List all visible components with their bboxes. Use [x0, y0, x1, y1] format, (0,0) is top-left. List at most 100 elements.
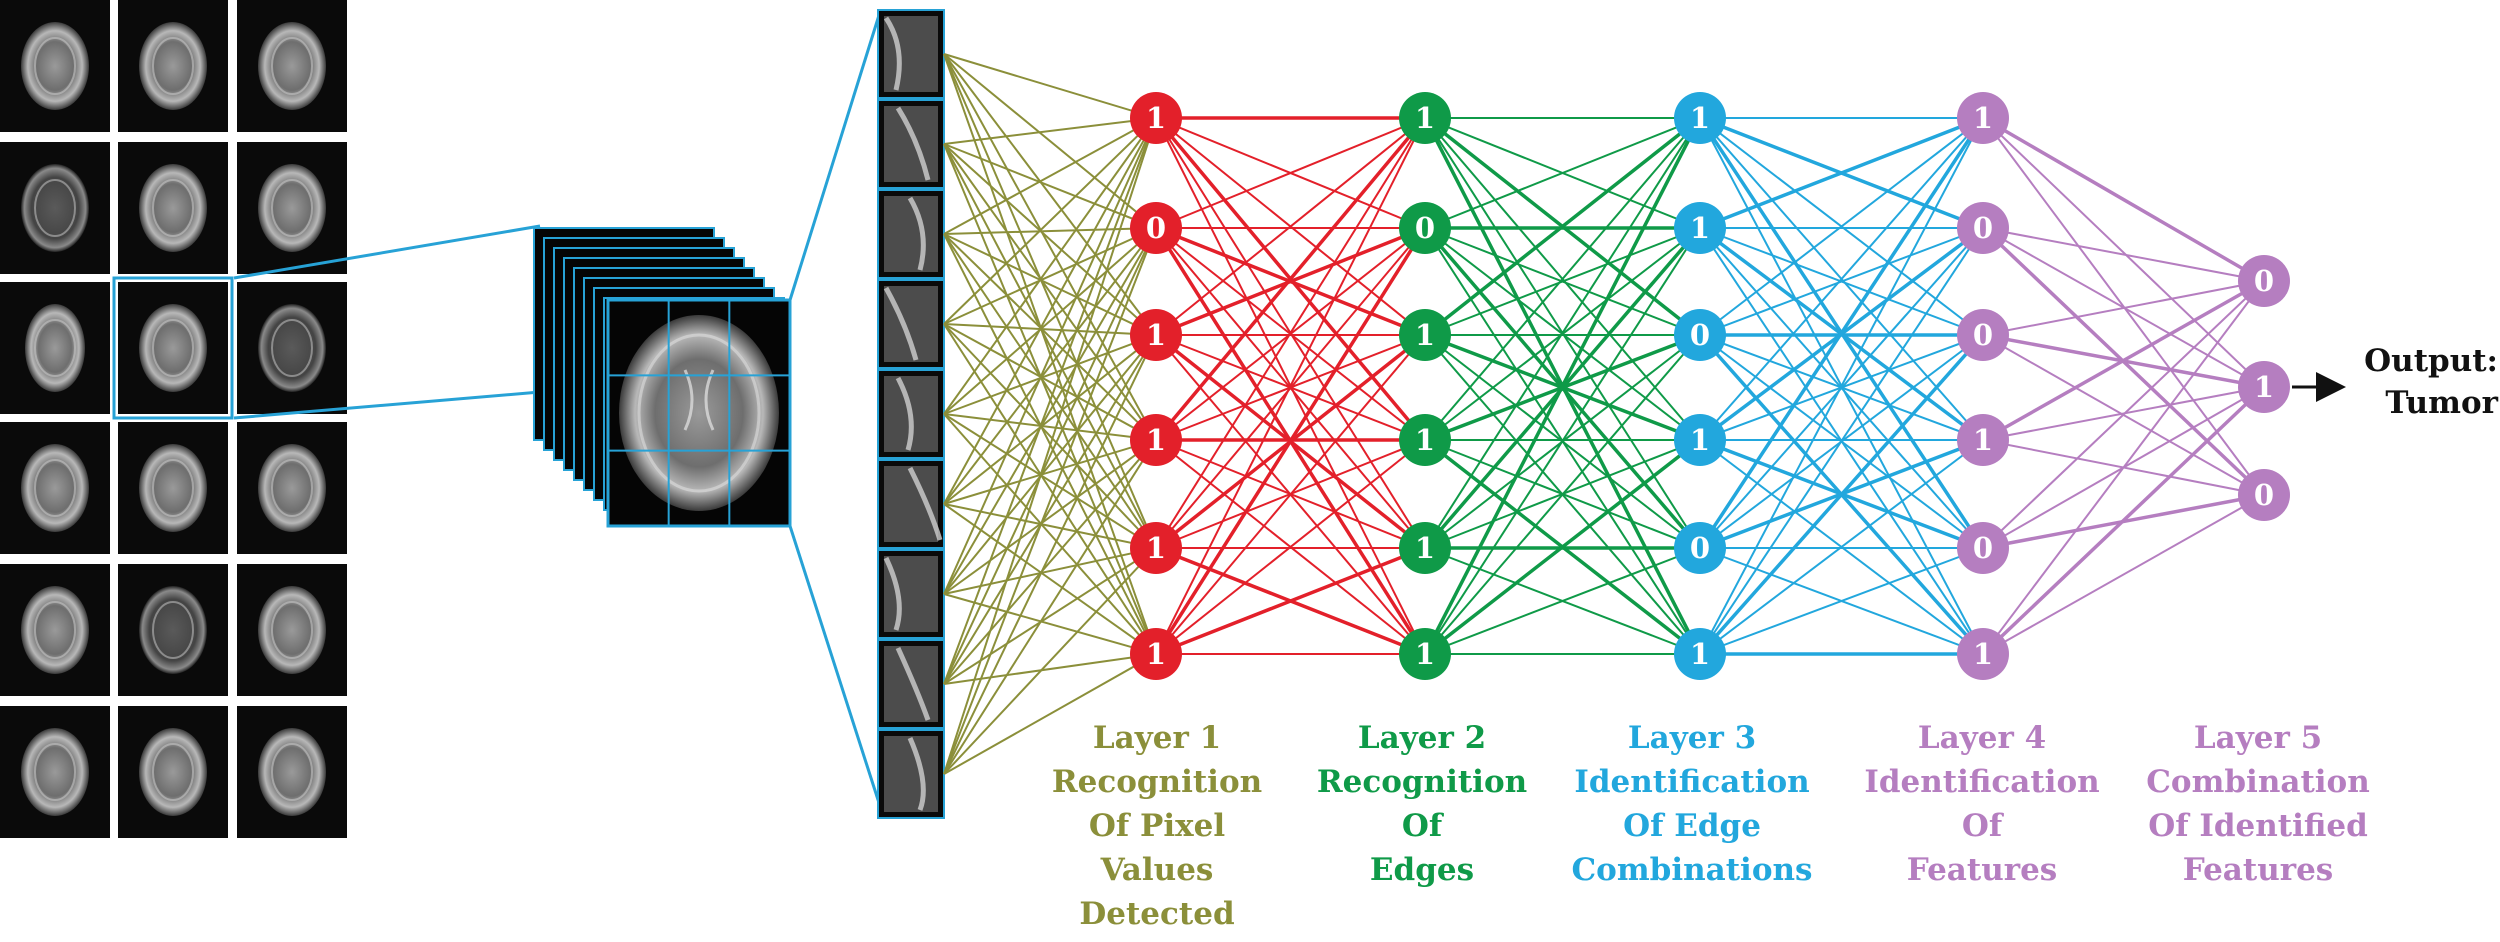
layer-connection	[1699, 117, 1984, 655]
layer-connection	[1154, 116, 1427, 442]
input-connection	[943, 117, 1157, 235]
neuron-value: 1	[1146, 637, 1166, 671]
input-connection	[943, 323, 1157, 655]
layer-connection	[1155, 117, 1426, 229]
input-connection	[943, 227, 1157, 595]
layer4-label-line: Of	[1961, 808, 2003, 844]
input-connection	[943, 653, 1157, 685]
image-patch	[877, 459, 945, 549]
neuron-node: 0	[1674, 522, 1726, 574]
output-label-line: Tumor	[2385, 385, 2498, 421]
layer-connection	[1155, 334, 1426, 655]
mri-thumbnail	[0, 282, 110, 414]
layer4-label-line: Features	[1906, 852, 2058, 888]
neuron-node: 0	[2238, 255, 2290, 307]
neuron-node: 0	[2238, 469, 2290, 521]
input-connection	[943, 439, 1157, 775]
mri-thumbnail	[118, 706, 228, 838]
mri-thumbnail	[0, 422, 110, 554]
input-connection	[943, 334, 1157, 595]
input-connection	[943, 117, 1157, 145]
neuron-value: 1	[1146, 423, 1166, 457]
input-connection	[943, 53, 1157, 441]
input-connection	[943, 334, 1157, 505]
layer2-label-line: Layer 2	[1357, 720, 1487, 756]
input-connection	[943, 413, 1157, 655]
neuron-value: 1	[1146, 101, 1166, 135]
neuron-node: 1	[1130, 92, 1182, 144]
input-connection	[943, 53, 1157, 549]
neuron-node: 1	[1399, 92, 1451, 144]
image-patch	[877, 639, 945, 729]
image-patch	[877, 189, 945, 279]
layer1-label-line: Detected	[1079, 896, 1235, 932]
layer-connection	[1698, 117, 1985, 549]
layer-connection	[1982, 279, 2265, 442]
layer5-label-line: Combination	[2146, 764, 2370, 800]
input-connection	[943, 413, 1157, 549]
layer4-label: Layer 4 Identification Of Features	[1852, 716, 2112, 892]
layer-connection	[1982, 280, 2265, 336]
neuron-value: 1	[1415, 101, 1435, 135]
layer-connection	[1698, 333, 1985, 656]
neuron-value: 0	[1690, 318, 1710, 352]
input-connection	[943, 334, 1157, 415]
layer-connection	[1424, 227, 1701, 336]
layer-connection	[1423, 438, 1702, 656]
layer-connection	[1699, 227, 1984, 336]
layer-connection	[1424, 547, 1701, 655]
input-connection	[943, 593, 1157, 655]
input-connection	[943, 413, 1157, 441]
neuron-value: 1	[1415, 637, 1435, 671]
neuron-value: 1	[1415, 318, 1435, 352]
mri-thumbnail	[118, 422, 228, 554]
layer1-label-line: Layer 1	[1092, 720, 1222, 756]
neuron-value: 1	[1146, 318, 1166, 352]
neuron-value: 1	[1973, 423, 1993, 457]
layer-connection	[1155, 117, 1426, 655]
neuron-value: 1	[1146, 531, 1166, 565]
input-connection	[943, 503, 1157, 655]
mri-thumbnail	[0, 142, 110, 274]
input-connection	[943, 323, 1157, 441]
layer5-label-line: Layer 5	[2193, 720, 2323, 756]
neuron-value: 0	[2254, 264, 2274, 298]
input-connection	[943, 117, 1157, 505]
layer-connection	[1424, 227, 1701, 655]
neuron-node: 1	[1399, 309, 1451, 361]
layer1-label-line: Recognition	[1051, 764, 1263, 800]
neuron-value: 1	[1690, 101, 1710, 135]
neuron-node: 1	[1674, 414, 1726, 466]
layer-connection	[1155, 117, 1426, 336]
input-connection	[943, 227, 1157, 775]
stack-front-image	[606, 298, 792, 528]
neuron-node: 1	[1130, 414, 1182, 466]
neuron-value: 1	[2254, 370, 2274, 404]
neuron-node: 1	[1130, 628, 1182, 680]
layer-connection	[1699, 547, 1984, 655]
layer4-label-line: Identification	[1864, 764, 2100, 800]
layer-connection	[1155, 439, 1426, 655]
selected-thumbnail-highlight	[112, 276, 234, 420]
neuron-node: 0	[1957, 202, 2009, 254]
mri-thumbnail	[118, 142, 228, 274]
neuron-node: 0	[1130, 202, 1182, 254]
input-connection	[943, 227, 1157, 235]
network-connections	[943, 53, 2266, 775]
layer-connection	[1424, 334, 1701, 655]
layer1-label-line: Of Pixel	[1088, 808, 1226, 844]
layer-connection	[1981, 385, 2266, 656]
neuron-value: 1	[1973, 637, 1993, 671]
neuron-value: 0	[1146, 211, 1166, 245]
layer-connection	[1699, 439, 1984, 655]
zoom-line	[233, 224, 541, 280]
neuron-node: 1	[1957, 92, 2009, 144]
image-patches-column	[877, 9, 945, 819]
neuron-value: 0	[1415, 211, 1435, 245]
mri-thumbnail	[237, 706, 347, 838]
input-connection	[943, 227, 1157, 685]
neuron-value: 0	[1690, 531, 1710, 565]
input-connection	[943, 503, 1157, 549]
input-connection	[943, 117, 1157, 595]
